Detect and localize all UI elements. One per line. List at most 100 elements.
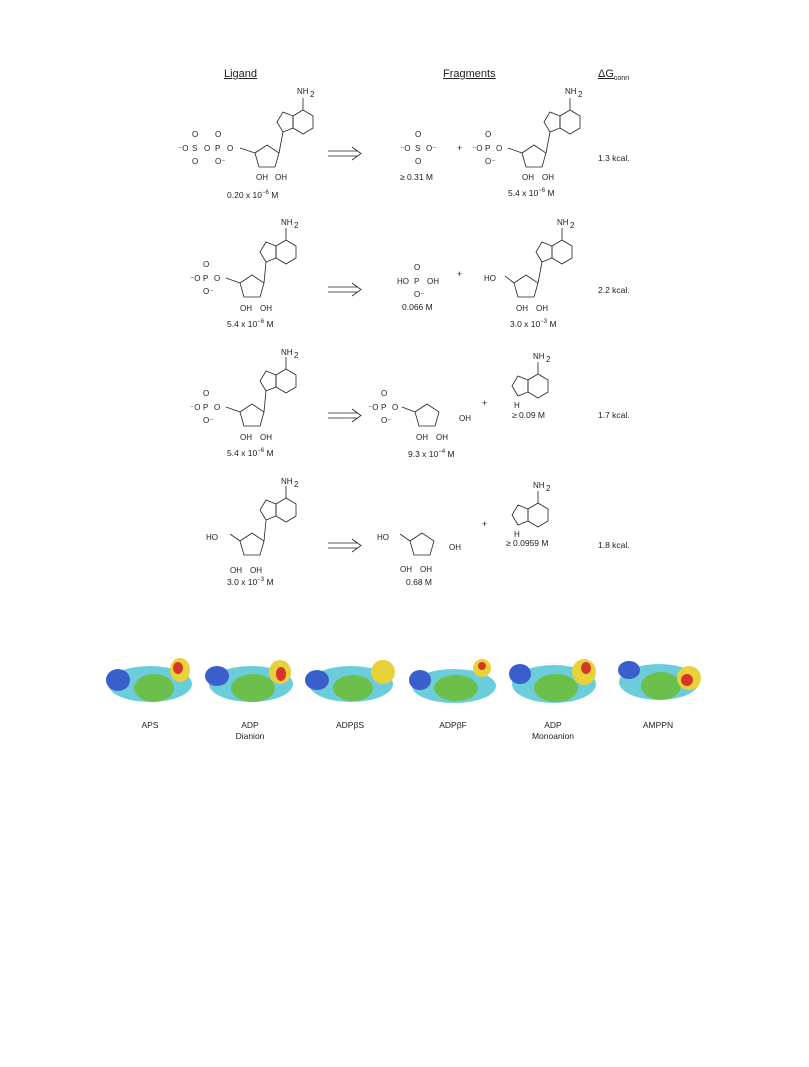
fragment-adenine-structure-row4: NH 2 H <box>511 481 551 539</box>
surface-adp-dianion <box>205 660 293 702</box>
svg-text:2: 2 <box>294 480 299 489</box>
svg-text:O: O <box>496 144 502 153</box>
ligand-amp-structure-row2: NH 2 OH OH ⁻O P O O O⁻ <box>190 218 299 313</box>
svg-text:O⁻: O⁻ <box>414 290 424 299</box>
svg-text:OH: OH <box>275 173 287 182</box>
svg-text:OH: OH <box>240 304 252 313</box>
svg-text:P: P <box>485 144 490 153</box>
svg-text:HO: HO <box>206 533 218 542</box>
svg-text:⁻O: ⁻O <box>178 144 188 153</box>
fragment-adenine-structure-row3: NH 2 H <box>511 352 551 410</box>
svg-text:⁻O: ⁻O <box>368 403 378 412</box>
arrow-row-1 <box>328 146 362 161</box>
frag2-conc-row-2: 3.0 x 10−3 M <box>510 319 557 329</box>
surface-label-amppn: AMPPN <box>642 720 674 730</box>
header-delta-g: ΔGconn <box>598 68 630 83</box>
svg-text:NH: NH <box>281 477 293 486</box>
ligand-adenosine-structure: NH 2 HO OH OH <box>206 477 299 575</box>
svg-text:O⁻: O⁻ <box>426 144 436 153</box>
ligand-amp-structure-row3: NH 2 OH OH ⁻O P O O O⁻ <box>190 348 299 442</box>
fragment-sulfate-structure: ⁻O S O⁻ O O <box>400 130 436 166</box>
svg-text:OH: OH <box>260 304 272 313</box>
ligand-conc-row-2: 5.4 x 10−6 M <box>227 319 274 329</box>
svg-text:P: P <box>203 274 208 283</box>
svg-text:OH: OH <box>427 277 439 286</box>
svg-text:2: 2 <box>570 221 575 230</box>
svg-text:OH: OH <box>240 433 252 442</box>
fragment-ribose-structure: HO OH OH OH <box>377 532 461 574</box>
surface-adp-beta-f <box>409 659 496 703</box>
svg-text:O⁻: O⁻ <box>215 157 225 166</box>
svg-text:S: S <box>192 144 197 153</box>
svg-text:OH: OH <box>536 304 548 313</box>
plus-row-3: + <box>482 398 488 408</box>
svg-text:P: P <box>203 403 208 412</box>
svg-text:OH: OH <box>250 566 262 575</box>
plus-row-2: + <box>457 269 463 279</box>
svg-text:O: O <box>485 130 491 139</box>
svg-text:H: H <box>514 401 520 410</box>
frag1-conc-row-2: 0.066 M <box>402 302 433 312</box>
svg-text:O: O <box>415 130 421 139</box>
svg-text:OH: OH <box>260 433 272 442</box>
ligand-conc-row-3: 5.4 x 10−6 M <box>227 448 274 458</box>
frag1-conc-row-1: ≥ 0.31 M <box>400 172 434 182</box>
svg-text:O: O <box>203 389 209 398</box>
svg-text:O: O <box>192 157 198 166</box>
svg-text:2: 2 <box>294 221 299 230</box>
svg-text:OH: OH <box>420 565 432 574</box>
delta-g-row-3: 1.7 kcal. <box>598 410 630 420</box>
svg-text:H: H <box>514 530 520 539</box>
svg-text:NH: NH <box>533 481 545 490</box>
svg-text:OH: OH <box>416 433 428 442</box>
surface-aps <box>106 658 192 702</box>
svg-text:2: 2 <box>294 351 299 360</box>
svg-text:O: O <box>214 403 220 412</box>
svg-text:O: O <box>203 260 209 269</box>
svg-text:NH: NH <box>281 218 293 227</box>
svg-text:2: 2 <box>578 90 583 99</box>
svg-text:OH: OH <box>516 304 528 313</box>
frag1-conc-row-3: 9.3 x 10−4 M <box>408 449 455 459</box>
svg-text:OH: OH <box>459 414 471 423</box>
frag2-conc-row-1: 5.4 x 10−6 M <box>508 188 555 198</box>
svg-text:O⁻: O⁻ <box>203 287 213 296</box>
arrow-row-2 <box>328 282 362 297</box>
svg-text:OH: OH <box>542 173 554 182</box>
svg-text:O: O <box>381 389 387 398</box>
svg-text:OH: OH <box>449 543 461 552</box>
delta-g-row-2: 2.2 kcal. <box>598 285 630 295</box>
plus-row-1: + <box>457 143 463 153</box>
fragment-amp-structure: NH 2 OH OH ⁻O P O O O⁻ <box>472 87 583 182</box>
svg-text:⁻O: ⁻O <box>472 144 482 153</box>
delta-g-row-4: 1.8 kcal. <box>598 540 630 550</box>
svg-text:2: 2 <box>546 355 551 364</box>
arrow-row-3 <box>328 408 362 423</box>
svg-text:OH: OH <box>436 433 448 442</box>
surface-label-adp-beta-s: ADPβS <box>335 720 365 730</box>
svg-text:P: P <box>215 144 220 153</box>
svg-text:O: O <box>215 130 221 139</box>
svg-text:P: P <box>414 277 419 286</box>
svg-text:HO: HO <box>397 277 409 286</box>
surface-adp-monoanion <box>509 659 596 703</box>
ligand-conc-row-1: 0.20 x 10−6 M <box>227 190 279 200</box>
fragment-ribose-phosphate-structure: ⁻O P O O O⁻ OH OH OH <box>368 389 471 442</box>
svg-text:O: O <box>214 274 220 283</box>
arrow-row-4 <box>328 538 362 553</box>
svg-text:S: S <box>415 144 420 153</box>
delta-g-row-1: 1.3 kcal. <box>598 153 630 163</box>
svg-text:O: O <box>414 263 420 272</box>
svg-text:NH: NH <box>533 352 545 361</box>
svg-text:HO: HO <box>484 274 496 283</box>
plus-row-4: + <box>482 519 488 529</box>
svg-text:O⁻: O⁻ <box>381 416 391 425</box>
header-fragments: Fragments <box>443 68 496 80</box>
svg-text:⁻O: ⁻O <box>190 403 200 412</box>
svg-text:2: 2 <box>546 484 551 493</box>
svg-text:O: O <box>192 130 198 139</box>
svg-text:O: O <box>204 144 210 153</box>
fragment-phosphate-structure: HO P OH O O⁻ <box>397 263 439 299</box>
